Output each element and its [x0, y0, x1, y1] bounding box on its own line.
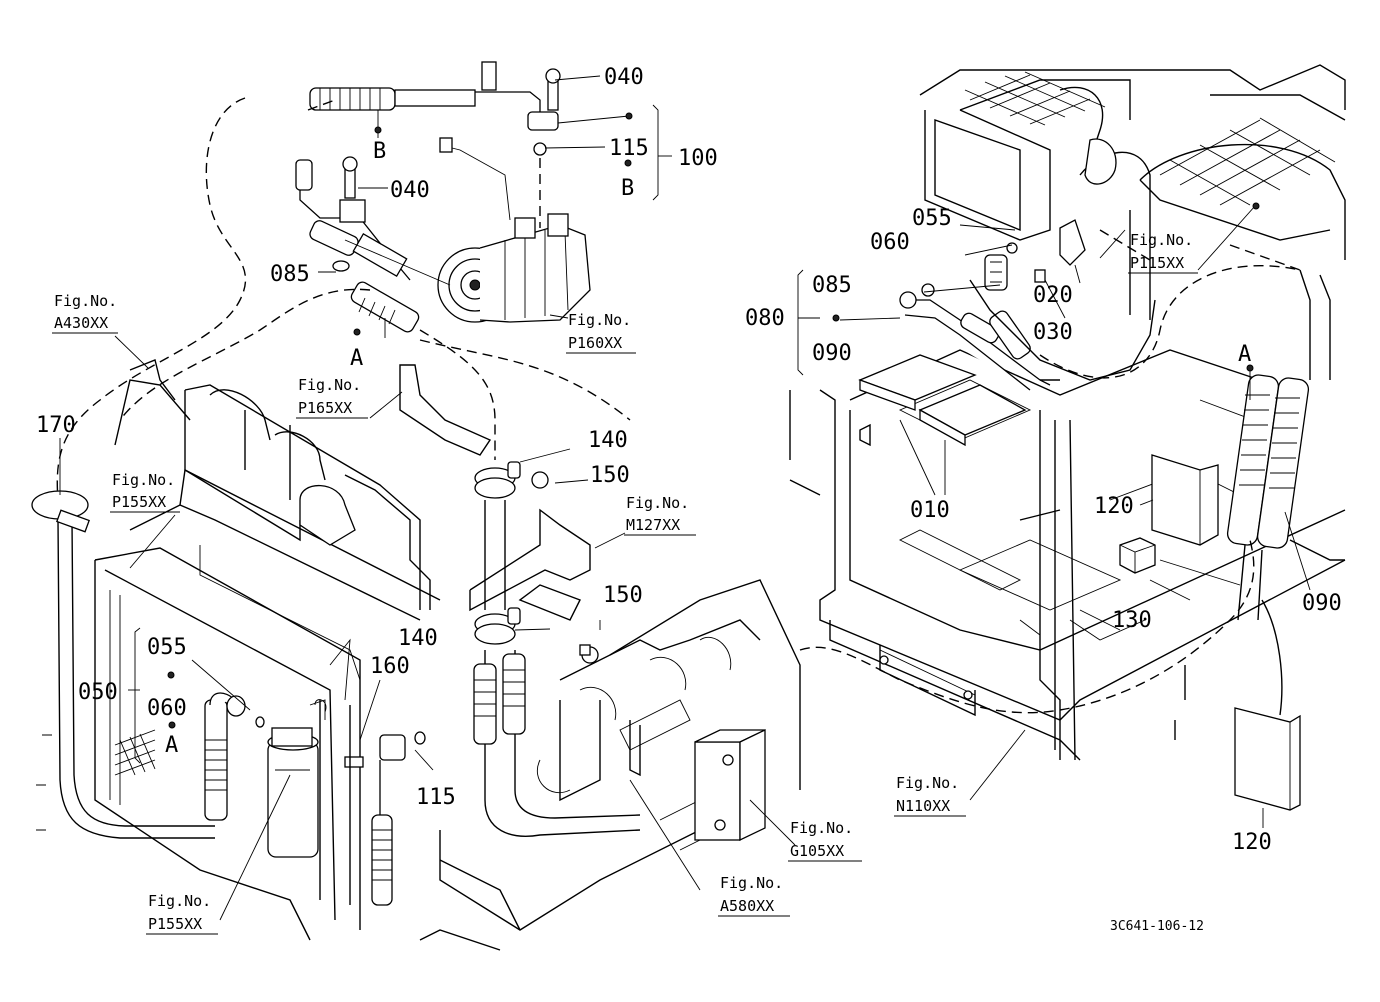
part-170: 170 — [36, 413, 76, 438]
fig-ref-p165[interactable]: Fig.No. P165XX — [296, 376, 368, 419]
part-090-upper: 090 — [812, 341, 852, 366]
part-140-top: 140 — [588, 428, 628, 453]
figure-references: Fig.No. A430XX Fig.No. P160XX Fig.No. P1… — [52, 231, 1198, 935]
svg-text:Fig.No.: Fig.No. — [112, 471, 175, 489]
svg-text:A580XX: A580XX — [720, 897, 774, 915]
compressor — [437, 137, 591, 323]
leader-lines — [59, 75, 1311, 921]
svg-text:Fig.No.: Fig.No. — [896, 774, 959, 792]
part-115-bottom: 115 — [416, 785, 456, 810]
part-020: 020 — [1033, 283, 1073, 308]
part-060-left: 060 — [147, 696, 187, 721]
part-100: 100 — [678, 146, 718, 171]
ref-a-left: A — [350, 346, 363, 371]
part-030: 030 — [1033, 320, 1073, 345]
fig-ref-p155-bottom[interactable]: Fig.No. P155XX — [146, 892, 218, 935]
svg-text:P165XX: P165XX — [298, 399, 352, 417]
ref-b-left: B — [373, 139, 386, 164]
ref-a-bottom: A — [165, 733, 178, 758]
part-060-right: 060 — [870, 230, 910, 255]
ref-b-right: B — [621, 176, 634, 201]
svg-text:Fig.No.: Fig.No. — [298, 376, 361, 394]
part-055-left: 055 — [147, 635, 187, 660]
part-number-labels: 040 115 100 B B 040 085 A 170 140 150 15… — [36, 65, 1342, 855]
svg-text:P160XX: P160XX — [568, 334, 622, 352]
part-090-lower: 090 — [1302, 591, 1342, 616]
part-085-right: 085 — [812, 273, 852, 298]
svg-text:P155XX: P155XX — [148, 915, 202, 933]
fig-ref-a580[interactable]: Fig.No. A580XX — [718, 874, 790, 917]
part-140-bottom: 140 — [398, 626, 438, 651]
part-055-right: 055 — [912, 206, 952, 231]
svg-text:Fig.No.: Fig.No. — [626, 494, 689, 512]
part-150-bottom: 150 — [603, 583, 643, 608]
fig-ref-a430[interactable]: Fig.No. A430XX — [52, 292, 118, 334]
fig-ref-g105[interactable]: Fig.No. G105XX — [788, 819, 862, 862]
fig-ref-p115[interactable]: Fig.No. P115XX — [1128, 231, 1198, 274]
svg-text:A430XX: A430XX — [54, 314, 108, 332]
svg-text:G105XX: G105XX — [790, 842, 844, 860]
svg-text:Fig.No.: Fig.No. — [720, 874, 783, 892]
part-085-left: 085 — [270, 262, 310, 287]
reference-dots — [167, 112, 1260, 729]
hoses-090 — [1226, 269, 1331, 621]
part-050: 050 — [78, 680, 118, 705]
svg-text:P115XX: P115XX — [1130, 254, 1184, 272]
fig-ref-n110[interactable]: Fig.No. N110XX — [894, 774, 966, 817]
part-115-top: 115 — [609, 136, 649, 161]
part-010: 010 — [910, 498, 950, 523]
part-130: 130 — [1112, 608, 1152, 633]
part-040-top: 040 — [604, 65, 644, 90]
ref-a-right: A — [1238, 342, 1251, 367]
part-120-upper: 120 — [1094, 494, 1134, 519]
svg-text:Fig.No.: Fig.No. — [54, 292, 117, 310]
part-150-top: 150 — [590, 463, 630, 488]
drawing-code: 3C641-106-12 — [1110, 919, 1204, 934]
part-120-lower: 120 — [1232, 830, 1272, 855]
svg-text:Fig.No.: Fig.No. — [568, 311, 631, 329]
part-160: 160 — [370, 654, 410, 679]
svg-text:M127XX: M127XX — [626, 516, 680, 534]
svg-text:Fig.No.: Fig.No. — [790, 819, 853, 837]
engine-block — [419, 579, 801, 951]
svg-text:Fig.No.: Fig.No. — [1130, 231, 1193, 249]
fig-ref-m127[interactable]: Fig.No. M127XX — [624, 494, 696, 536]
fig-ref-p155-top[interactable]: Fig.No. P155XX — [110, 471, 180, 513]
svg-text:N110XX: N110XX — [896, 797, 950, 815]
fig-ref-p160[interactable]: Fig.No. P160XX — [566, 311, 636, 354]
part-040-mid: 040 — [390, 178, 430, 203]
svg-text:P155XX: P155XX — [112, 493, 166, 511]
receiver-drier — [267, 727, 319, 858]
svg-text:Fig.No.: Fig.No. — [148, 892, 211, 910]
right-assembly-art — [419, 64, 1346, 811]
part-080: 080 — [745, 306, 785, 331]
